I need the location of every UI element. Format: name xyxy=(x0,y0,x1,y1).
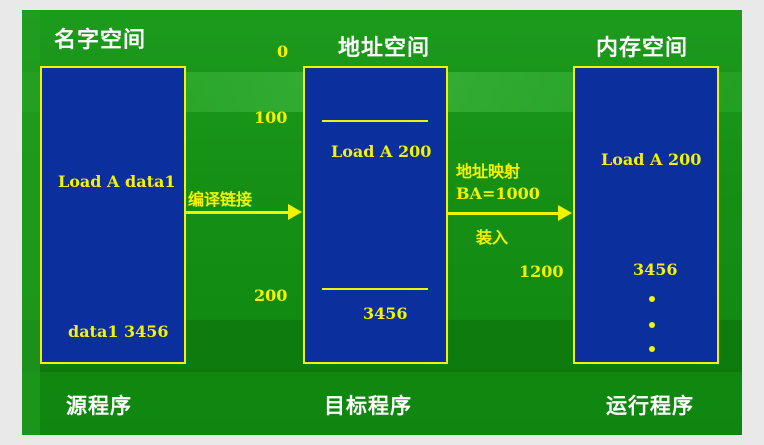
target-instruction: Load A 200 xyxy=(331,142,432,161)
source-instruction: Load A data1 xyxy=(58,172,176,191)
ellipsis-dot xyxy=(649,322,655,328)
left-accent-band xyxy=(22,10,40,435)
target-program-label: 目标程序 xyxy=(324,394,412,418)
address-100-label: 100 xyxy=(254,108,288,127)
base-address-label: BA=1000 xyxy=(456,184,540,203)
source-program-box: Load A data1 data1 3456 xyxy=(40,66,186,364)
load-arrow-icon xyxy=(558,205,572,221)
address-mapping-label: 地址映射 xyxy=(456,162,521,181)
source-data: data1 3456 xyxy=(68,322,169,341)
address-1200-label: 1200 xyxy=(519,262,564,281)
target-program-box: Load A 200 3456 xyxy=(303,66,448,364)
ellipsis-dot xyxy=(649,296,655,302)
source-program-label: 源程序 xyxy=(66,394,132,418)
memory-data: 3456 xyxy=(633,260,678,279)
memory-instruction: Load A 200 xyxy=(601,150,702,169)
address-0-label: 0 xyxy=(277,42,289,61)
name-space-title: 名字空间 xyxy=(54,28,147,53)
slide-canvas: 名字空间 地址空间 内存空间 Load A data1 data1 3456 L… xyxy=(22,10,742,435)
load-label: 装入 xyxy=(476,228,509,247)
address-100-marker xyxy=(322,120,428,122)
target-data: 3456 xyxy=(363,304,408,323)
running-program-label: 运行程序 xyxy=(606,394,694,418)
memory-space-title: 内存空间 xyxy=(596,36,689,61)
running-program-box: Load A 200 3456 xyxy=(573,66,719,364)
address-200-marker xyxy=(322,288,428,290)
ellipsis-dot xyxy=(649,346,655,352)
compile-link-arrow-shaft xyxy=(186,211,290,214)
address-space-title: 地址空间 xyxy=(338,36,431,61)
compile-link-arrow-icon xyxy=(288,204,302,220)
compile-link-label: 编译链接 xyxy=(188,190,253,209)
address-200-label: 200 xyxy=(254,286,288,305)
load-arrow-shaft xyxy=(448,212,560,215)
